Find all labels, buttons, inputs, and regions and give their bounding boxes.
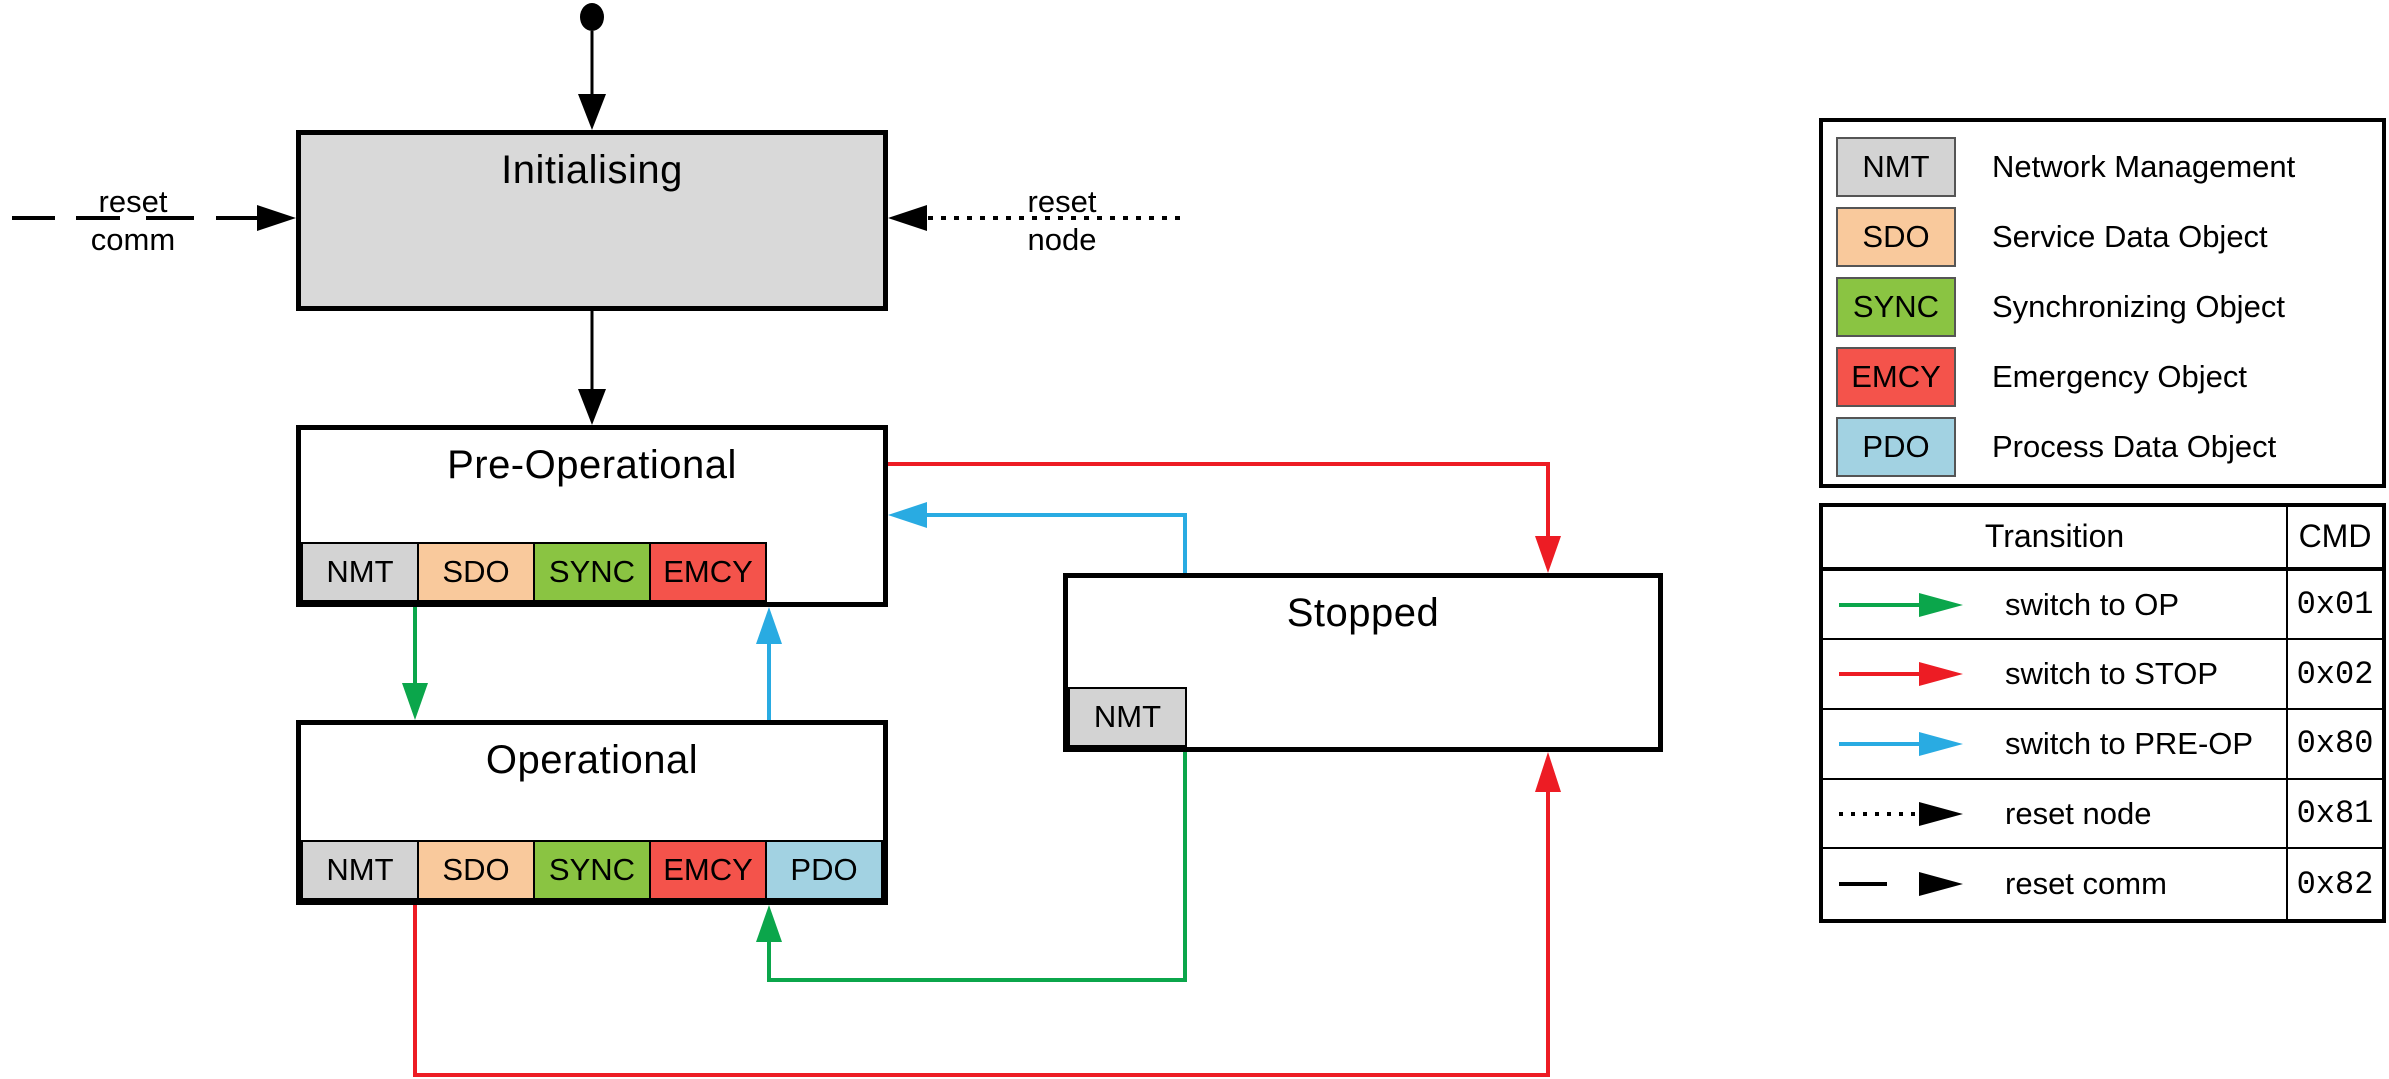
row-label: switch to STOP: [2005, 656, 2219, 692]
pre-operational-protocol-tabs: NMT SDO SYNC EMCY: [301, 542, 767, 602]
table-header-cmd: CMD: [2298, 518, 2372, 555]
row-label: switch to PRE-OP: [2005, 725, 2254, 761]
row-cmd: 0x82: [2296, 865, 2374, 903]
arrow-preop-to-op: [402, 607, 428, 720]
table-row-switch-to-op: switch to OP 0x01: [1823, 570, 2382, 641]
table-row-switch-to-preop: switch to PRE-OP 0x80: [1823, 710, 2382, 780]
state-operational: Operational NMT SDO SYNC EMCY PDO: [296, 720, 888, 905]
red-arrow-icon: [1839, 662, 1963, 687]
reset-comm-label: reset comm: [53, 186, 213, 255]
legend-label-emcy: Emergency Object: [1992, 359, 2247, 394]
legend-row-sync: SYNC Synchronizing Object: [1823, 272, 2382, 342]
row-label: reset node: [2005, 795, 2152, 831]
table-row-reset-comm: reset comm 0x82: [1823, 849, 2382, 919]
arrow-op-to-preop: [756, 607, 782, 720]
row-cmd: 0x81: [2296, 795, 2374, 832]
transition-cmd-table: Transition CMD switch to OP 0x01 switch …: [1819, 503, 2386, 923]
state-stopped: Stopped NMT: [1063, 573, 1663, 752]
legend-chip-sync: SYNC: [1836, 277, 1956, 337]
state-pre-operational: Pre-Operational NMT SDO SYNC EMCY: [296, 425, 888, 607]
dotted-arrow-icon: [1839, 801, 1963, 826]
state-initialising-title: Initialising: [501, 148, 683, 192]
op-tab-sdo: SDO: [417, 840, 535, 900]
legend-label-sdo: Service Data Object: [1992, 219, 2268, 254]
state-initialising: Initialising: [296, 130, 888, 311]
table-row-reset-node: reset node 0x81: [1823, 779, 2382, 850]
green-arrow-icon: [1839, 592, 1963, 617]
state-stopped-title: Stopped: [1286, 591, 1440, 635]
blue-arrow-icon: [1839, 731, 1963, 756]
stopped-protocol-tabs: NMT: [1068, 687, 1187, 747]
reset-node-line2: node: [1027, 222, 1097, 257]
operational-protocol-tabs: NMT SDO SYNC EMCY PDO: [301, 840, 883, 900]
legend-chip-emcy: EMCY: [1836, 347, 1956, 407]
state-pre-operational-title: Pre-Operational: [447, 443, 737, 487]
state-operational-title: Operational: [485, 738, 699, 782]
arrow-init-to-preop: [578, 311, 606, 425]
legend-row-pdo: PDO Process Data Object: [1823, 412, 2382, 482]
protocol-legend: NMT Network Management SDO Service Data …: [1819, 118, 2386, 488]
preop-tab-sdo: SDO: [417, 542, 535, 602]
legend-chip-nmt: NMT: [1836, 137, 1956, 197]
op-tab-emcy: EMCY: [649, 840, 767, 900]
broken-line-arrow-icon: [1839, 872, 1963, 897]
op-tab-sync: SYNC: [533, 840, 651, 900]
legend-chip-sdo: SDO: [1836, 207, 1956, 267]
initial-state-arrow: [578, 3, 606, 130]
preop-tab-sync: SYNC: [533, 542, 651, 602]
table-header-transition: Transition: [1823, 507, 2288, 567]
preop-tab-emcy: EMCY: [649, 542, 767, 602]
table-row-switch-to-stop: switch to STOP 0x02: [1823, 640, 2382, 711]
legend-label-pdo: Process Data Object: [1992, 429, 2277, 464]
legend-row-emcy: EMCY Emergency Object: [1823, 342, 2382, 412]
preop-tab-nmt: NMT: [301, 542, 419, 602]
op-tab-pdo: PDO: [765, 840, 883, 900]
arrow-stopped-to-preop: [888, 502, 1187, 573]
legend-label-nmt: Network Management: [1992, 149, 2296, 184]
arrow-preop-to-stopped: [888, 462, 1561, 573]
reset-node-label: reset node: [982, 186, 1142, 255]
reset-comm-line1: reset: [98, 184, 168, 219]
row-label: reset comm: [2005, 866, 2167, 902]
row-label: switch to OP: [2005, 586, 2179, 622]
legend-chip-pdo: PDO: [1836, 417, 1956, 477]
row-cmd: 0x80: [2296, 725, 2374, 763]
legend-row-sdo: SDO Service Data Object: [1823, 202, 2382, 272]
row-cmd: 0x02: [2296, 655, 2374, 693]
legend-label-sync: Synchronizing Object: [1992, 289, 2285, 324]
reset-comm-line2: comm: [90, 222, 176, 257]
reset-node-line1: reset: [1027, 184, 1097, 219]
stopped-tab-nmt: NMT: [1068, 687, 1187, 747]
legend-row-nmt: NMT Network Management: [1823, 132, 2382, 202]
op-tab-nmt: NMT: [301, 840, 419, 900]
row-cmd: 0x01: [2296, 586, 2374, 624]
table-header-row: Transition CMD: [1823, 507, 2382, 571]
